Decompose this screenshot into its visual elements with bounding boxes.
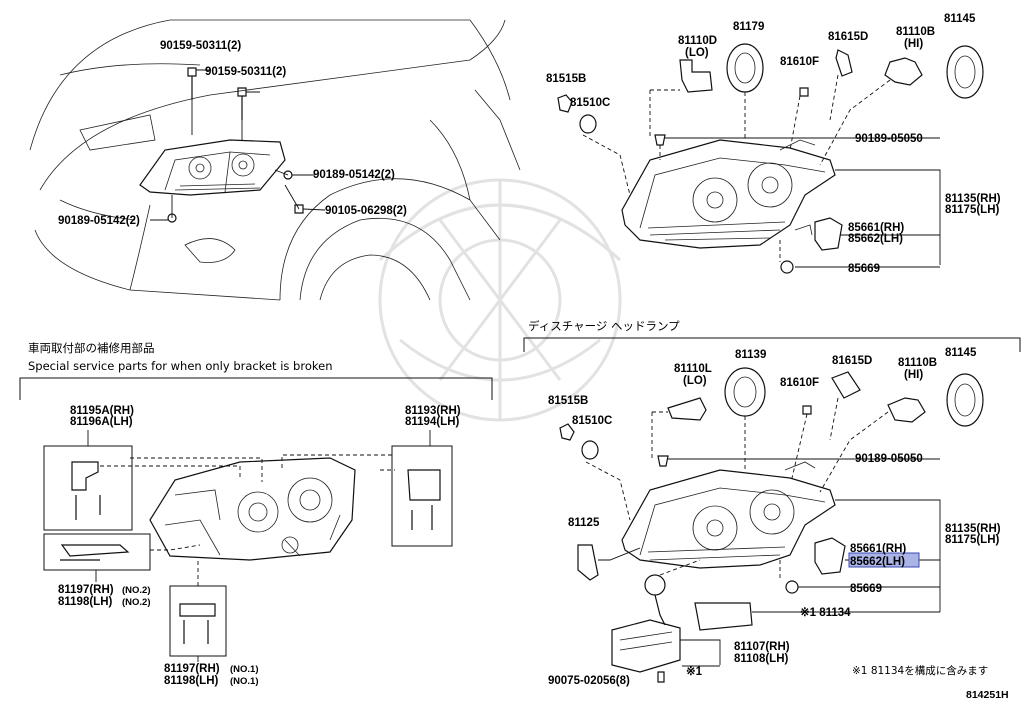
label-81195a: 81195A(RH) (70, 405, 134, 417)
label-85661-lower: 85661(RH) (850, 543, 906, 555)
label-85661: 85661(RH) (848, 222, 904, 234)
label-81175-lower: 81175(LH) (945, 534, 1000, 546)
label-81139: 81139 (735, 349, 766, 361)
label-85662-lower[interactable]: 85662(LH) (850, 556, 905, 568)
label-85662: 85662(LH) (848, 233, 903, 245)
label-81615d-lower: 81615D (832, 355, 872, 367)
label-no2-a: (NO.2) (122, 585, 151, 596)
bracket-title-jp: 車両取付部の補修用部品 (28, 341, 155, 355)
label-81515b-lower: 81515B (548, 395, 588, 407)
label-85669-lower: 85669 (850, 583, 882, 595)
label-81108: 81108(LH) (734, 653, 789, 665)
upper-leader-lines (582, 74, 941, 268)
label-90105: 90105-06298(2) (325, 205, 407, 217)
label-81510c-lower: 81510C (572, 415, 612, 427)
label-hi: (HI) (904, 38, 923, 50)
label-mark-1: ※1 (686, 665, 703, 678)
label-81193: 81193(RH) (405, 405, 461, 417)
label-81110b-lower: 81110B (898, 357, 937, 369)
label-81197-no1: 81197(RH) (164, 663, 220, 675)
bracket-boxes (43, 445, 453, 657)
label-81615d: 81615D (828, 31, 868, 43)
label-81135: 81135(RH) (945, 193, 1001, 205)
label-90189-05050-lower: 90189-05050 (855, 453, 923, 465)
label-81198-no2: 81198(LH) (58, 596, 113, 608)
bracket-section-frame (19, 377, 493, 400)
label-81107: 81107(RH) (734, 641, 790, 653)
discharge-title: ディスチャージ ヘッドランプ (528, 319, 680, 333)
label-81194: 81194(LH) (405, 416, 460, 428)
label-81197-no2: 81197(RH) (58, 584, 114, 596)
label-90189-05050: 90189-05050 (855, 133, 923, 145)
label-81198-no1: 81198(LH) (164, 675, 219, 687)
label-no1-b: (NO.1) (230, 676, 259, 687)
label-81610f: 81610F (780, 56, 819, 68)
headlamp-assembly-lower (621, 461, 836, 569)
label-no1-a: (NO.1) (230, 664, 259, 675)
label-81515b: 81515B (546, 73, 586, 85)
label-81510c: 81510C (570, 97, 610, 109)
label-hi-lower: (HI) (904, 369, 923, 381)
upper-bulbs-and-caps (557, 43, 984, 274)
bracket-label-leaders (87, 430, 431, 446)
headlamp-rear-view (149, 457, 356, 561)
label-90159-a: 90159-50311(2) (160, 40, 241, 52)
label-81196a: 81196A(LH) (70, 416, 133, 428)
label-81110l: 81110L (674, 363, 712, 375)
label-81145-lower: 81145 (945, 347, 977, 359)
label-lo: (LO) (685, 47, 709, 59)
lower-bulbs-and-parts (559, 367, 984, 683)
label-81134: ※1 81134 (800, 606, 851, 619)
label-lo-lower: (LO) (683, 375, 707, 387)
label-81610f-lower: 81610F (780, 377, 819, 389)
car-front-view (29, 19, 521, 301)
label-90075: 90075-02056(8) (548, 675, 630, 687)
label-81175: 81175(LH) (945, 204, 1000, 216)
watermark-emblem (378, 178, 622, 422)
label-90159-b: 90159-50311(2) (205, 66, 286, 78)
label-85669: 85669 (848, 263, 880, 275)
bracket-dashed-links (100, 454, 395, 586)
label-81125: 81125 (568, 517, 600, 529)
label-90189-right: 90189-05142(2) (313, 169, 395, 181)
label-81135-lower: 81135(RH) (945, 523, 1001, 535)
diagram-id: 814251H (966, 689, 1009, 701)
car-fasteners (150, 67, 326, 223)
label-81179: 81179 (733, 21, 764, 33)
small-headlamp-on-car (139, 139, 286, 196)
label-no2-b: (NO.2) (122, 597, 151, 608)
note-81134: ※1 81134を構成に含みます (852, 664, 988, 677)
label-81145: 81145 (944, 13, 976, 25)
highlight-85662[interactable] (848, 552, 920, 568)
bracket-bottom-leaders (95, 570, 199, 662)
bracket-title-en: Special service parts for when only brac… (28, 359, 333, 373)
headlamp-assembly-upper (621, 139, 836, 249)
label-81110b: 81110B (896, 26, 935, 38)
label-90189-left: 90189-05142(2) (58, 215, 140, 227)
label-81110d: 81110D (678, 35, 717, 47)
discharge-section-frame (523, 337, 1021, 352)
